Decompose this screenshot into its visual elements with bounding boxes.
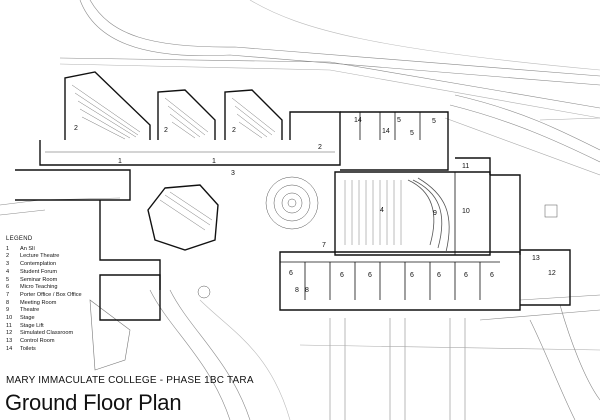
forum-circle: [197, 176, 558, 299]
label-micro-teaching-1: 6: [289, 270, 293, 277]
legend-item-label: Stage: [20, 315, 35, 322]
label-simulated-classroom: 12: [548, 270, 556, 277]
legend-item: 1 An Slí: [6, 246, 126, 254]
plan-title: Ground Floor Plan: [5, 390, 182, 415]
label-micro-teaching-5: 6: [437, 272, 441, 279]
legend-item-number: 1: [6, 245, 10, 252]
legend-item-label: Theatre: [20, 307, 40, 314]
legend-item-label: Seminar Room: [20, 276, 58, 283]
legend-item-label: Contemplation: [20, 261, 57, 268]
legend-item-number: 2: [6, 253, 10, 260]
legend-item-label: Porter Office / Box Office: [20, 291, 82, 298]
legend-item-label: Meeting Room: [20, 299, 57, 306]
label-porter-office: 7: [322, 242, 326, 249]
legend-item: 2 Lecture Theatre: [6, 253, 126, 261]
seating-rows: [71, 84, 450, 253]
college-name: MARY IMMACULATE COLLEGE - PHASE 1BC TARA: [6, 375, 254, 386]
legend-item: 8 Meeting Room: [6, 300, 126, 308]
label-control-room: 13: [532, 255, 540, 262]
legend-item-label: Toilets: [20, 345, 36, 352]
legend-item-label: Stage Lift: [20, 322, 44, 329]
legend-item-label: Control Room: [20, 338, 55, 345]
legend-item-number: 11: [6, 322, 12, 329]
legend-item: 3 Contemplation: [6, 261, 126, 269]
label-stage: 10: [462, 208, 470, 215]
room-dividers: [280, 112, 500, 300]
label-micro-teaching-2: 6: [340, 272, 344, 279]
legend-title: LEGEND: [6, 236, 33, 242]
legend-item-label: Lecture Theatre: [20, 253, 60, 260]
legend-item-number: 4: [6, 268, 10, 275]
label-student-forum: 4: [380, 207, 384, 214]
legend-item-label: Micro Teaching: [20, 284, 58, 291]
legend-item-label: Simulated Classroom: [20, 330, 74, 337]
legend-item: 11 Stage Lift: [6, 323, 126, 331]
label-lecture-theatre-d: 2: [318, 144, 322, 151]
legend-item-number: 14: [6, 345, 13, 352]
legend-item-label: An Slí: [20, 245, 35, 252]
label-an-sli-b: 1: [212, 158, 216, 165]
label-contemplation: 3: [231, 170, 235, 177]
legend-item: 12 Simulated Classroom: [6, 330, 126, 338]
legend-item-number: 6: [6, 284, 10, 291]
legend-item-number: 10: [6, 315, 13, 322]
legend-item: 4 Student Forum: [6, 269, 126, 277]
label-meeting-room: 8: [295, 287, 299, 294]
legend-item: 7 Porter Office / Box Office: [6, 292, 126, 300]
label-seminar-room-b: 5: [410, 130, 414, 137]
label-micro-teaching-4: 6: [410, 272, 414, 279]
building-walls: [15, 71, 571, 321]
legend-item-number: 8: [6, 299, 10, 306]
legend-item-number: 5: [6, 276, 10, 283]
label-an-sli: 1: [118, 158, 122, 165]
legend-item-number: 12: [6, 330, 13, 337]
legend-item-label: Student Forum: [20, 268, 57, 275]
legend: LEGEND 1 An Slí 2 Lecture Theatre 3 Contempla…: [6, 236, 126, 354]
room-labels: 2 2 2 2 1 1 3 4 9 10 11 12 13 14 14 5 5 …: [74, 117, 556, 294]
legend-item-number: 7: [6, 291, 10, 298]
legend-item-number: 3: [6, 261, 10, 268]
legend-item: 13 Control Room: [6, 338, 126, 346]
legend-item-number: 13: [6, 338, 13, 345]
legend-item: 10 Stage: [6, 315, 126, 323]
legend-item: 6 Micro Teaching: [6, 284, 126, 292]
label-stage-lift: 11: [462, 163, 469, 170]
label-theatre: 9: [433, 210, 437, 217]
legend-item: 5 Seminar Room: [6, 277, 126, 285]
legend-item-number: 9: [6, 307, 10, 314]
label-lecture-theatre-b: 2: [164, 127, 168, 134]
label-toilets: 14: [354, 117, 362, 124]
label-meeting-room-b: 8: [305, 287, 309, 294]
legend-item: 9 Theatre: [6, 307, 126, 315]
label-toilets-b: 14: [382, 128, 390, 135]
label-seminar-room-c: 5: [432, 118, 436, 125]
label-micro-teaching-7: 6: [490, 272, 494, 279]
label-lecture-theatre-a: 2: [74, 125, 78, 132]
legend-item: 14 Toilets: [6, 346, 126, 354]
label-micro-teaching-3: 6: [368, 272, 372, 279]
label-micro-teaching-6: 6: [464, 272, 468, 279]
label-lecture-theatre-c: 2: [232, 127, 236, 134]
label-seminar-room: 5: [397, 117, 401, 124]
